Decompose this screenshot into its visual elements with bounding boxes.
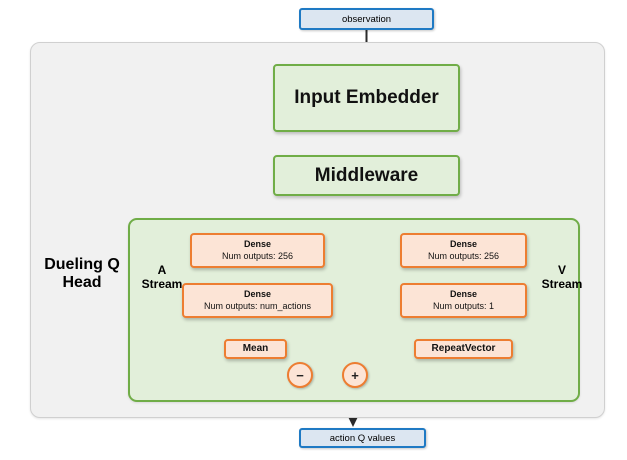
repeat-vector-label: RepeatVector (431, 342, 496, 354)
value-stream-line2: Stream (541, 276, 583, 291)
dense-v1-detail: Num outputs: 256 (427, 250, 500, 261)
input-embedder-node[interactable]: Input Embedder (273, 64, 460, 132)
observation-node[interactable]: observation (299, 8, 434, 30)
dense-a2-node[interactable]: Dense Num outputs: num_actions (182, 283, 333, 318)
dense-a1-node[interactable]: Dense Num outputs: 256 (190, 233, 325, 268)
dense-v2-node[interactable]: Dense Num outputs: 1 (400, 283, 527, 318)
dense-a2-title: Dense (243, 289, 271, 300)
middleware-label: Middleware (314, 164, 419, 186)
value-stream-line1: V (557, 263, 566, 277)
action-q-values-node[interactable]: action Q values (299, 428, 426, 448)
dueling-q-head-label-line2: Head (62, 274, 102, 292)
add-operator[interactable]: + (342, 362, 368, 388)
dueling-q-head-label: Dueling Q Head (36, 256, 128, 293)
subtract-operator[interactable]: − (287, 362, 313, 388)
dense-v2-title: Dense (449, 289, 477, 300)
observation-label: observation (341, 13, 392, 25)
dense-a2-detail: Num outputs: num_actions (203, 300, 312, 311)
subtract-symbol: − (296, 367, 304, 383)
dense-a1-detail: Num outputs: 256 (221, 250, 294, 261)
advantage-stream-label: A Stream (134, 263, 190, 292)
dueling-q-head-label-line1: Dueling Q (44, 256, 120, 273)
dense-a1-title: Dense (243, 239, 271, 250)
mean-label: Mean (242, 342, 269, 354)
add-symbol: + (351, 367, 359, 383)
advantage-stream-line2: Stream (141, 276, 183, 291)
repeat-vector-node[interactable]: RepeatVector (414, 339, 513, 359)
mean-node[interactable]: Mean (224, 339, 287, 359)
action-q-values-label: action Q values (329, 432, 396, 444)
advantage-stream-line1: A (157, 263, 167, 277)
dense-v2-detail: Num outputs: 1 (432, 300, 495, 311)
input-embedder-label: Input Embedder (294, 87, 439, 108)
dense-v1-title: Dense (449, 239, 477, 250)
dense-v1-node[interactable]: Dense Num outputs: 256 (400, 233, 527, 268)
value-stream-label: V Stream (534, 263, 590, 292)
middleware-node[interactable]: Middleware (273, 155, 460, 196)
